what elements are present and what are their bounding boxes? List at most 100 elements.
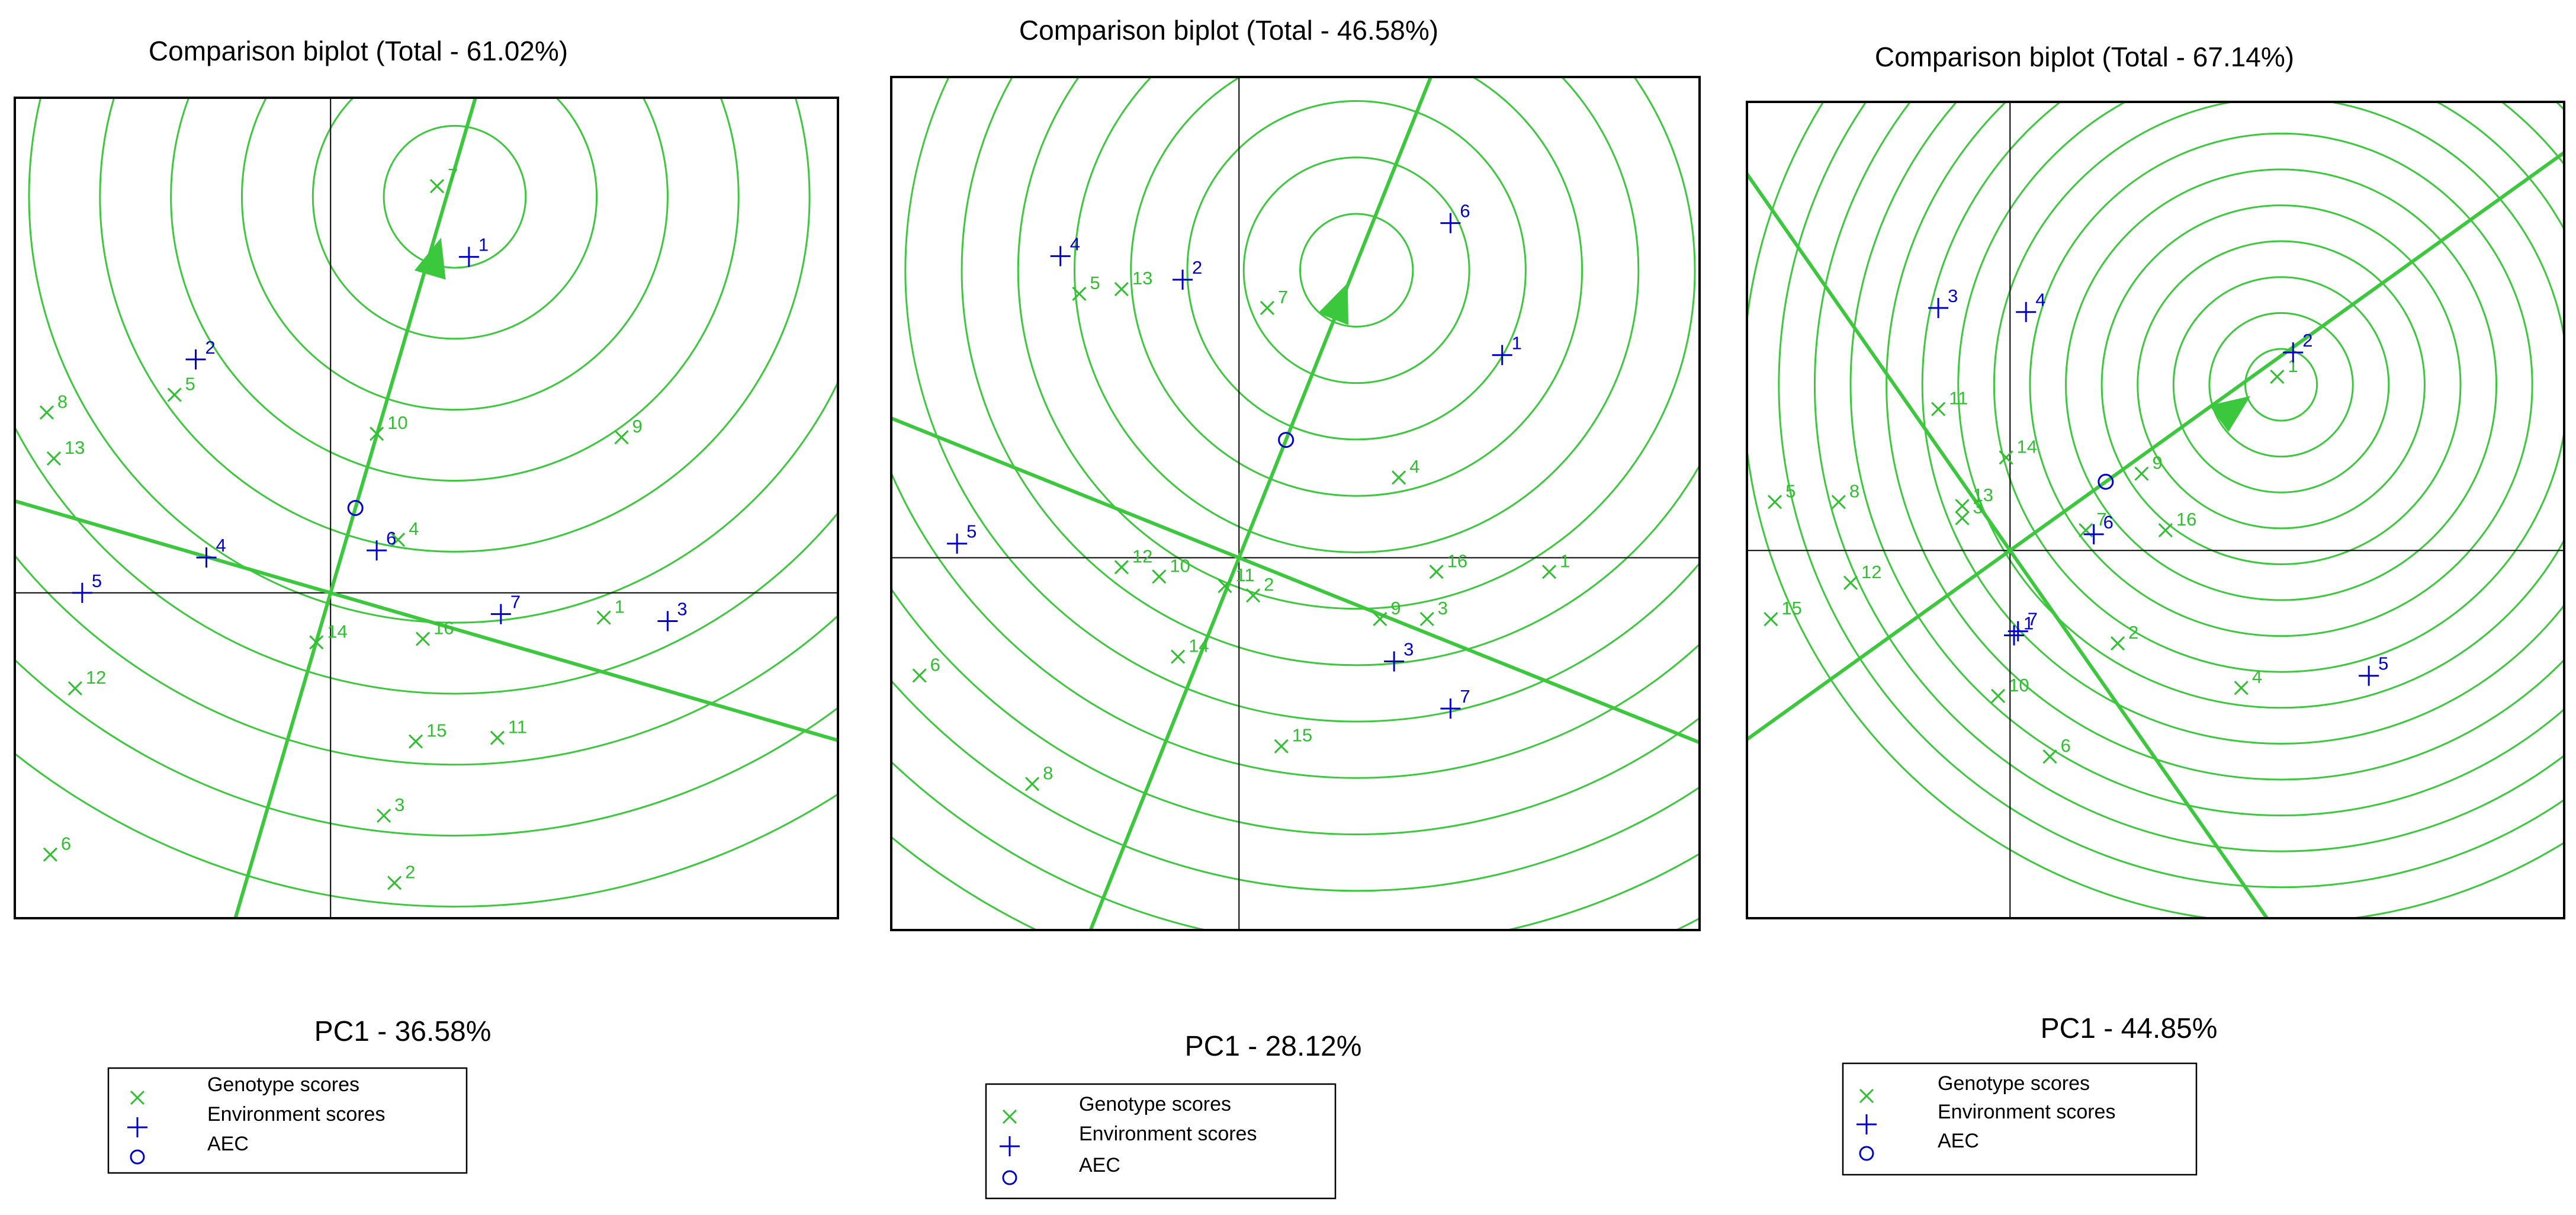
chart-2-environment-marker-4 [1050, 246, 1071, 267]
chart-1-legend-aec-label: AEC [207, 1133, 249, 1155]
chart-3-legend-genotype-marker [1859, 1088, 1874, 1104]
chart-3-genotype-marker-8 [1831, 495, 1846, 509]
chart-1-environment-label-4: 4 [216, 535, 226, 556]
chart-3-genotype-marker-16 [2158, 523, 2173, 538]
chart-3-concentric-circle-10 [1921, 102, 2564, 745]
chart-1-concentric-circle-4 [170, 98, 740, 482]
chart-3-genotype-label-5: 5 [1785, 480, 1796, 501]
chart-1-genotype-marker-15 [408, 734, 423, 749]
chart-1-legend-genotype-label: Genotype scores [207, 1073, 359, 1096]
chart-1-concentric-circle-2 [311, 98, 598, 340]
chart-1-genotype-label-1: 1 [615, 597, 625, 617]
chart-3-legend-genotype-label: Genotype scores [1938, 1072, 2090, 1095]
chart-2-genotype-label-15: 15 [1292, 725, 1312, 746]
chart-3-genotype-label-6: 6 [2061, 735, 2071, 756]
chart-1-genotype-label-5: 5 [185, 373, 195, 394]
chart-2-environment-label-5: 5 [966, 521, 977, 542]
chart-3-environment-marker-5 [2359, 665, 2379, 686]
chart-3-plot-frame [1746, 101, 2565, 919]
chart-3-concentric-circle-8 [1993, 102, 2564, 673]
chart-2-genotype-label-3: 3 [1438, 598, 1448, 618]
chart-3-legend-environment-marker [1856, 1114, 1877, 1134]
chart-1-aec-ordinate [15, 499, 838, 742]
chart-3-environment-marker-6 [2083, 524, 2104, 544]
chart-2-environment-label-1: 1 [1512, 332, 1522, 353]
chart-2-genotype-marker-6 [912, 668, 927, 683]
chart-1-aec-arrowhead [414, 238, 446, 280]
chart-1-genotype-label-14: 14 [327, 621, 347, 642]
chart-1-legend-environment-marker [127, 1117, 147, 1137]
chart-1-genotype-label-15: 15 [426, 720, 447, 741]
chart-3-concentric-circle-11 [1886, 102, 2564, 781]
chart-1-aec-point [347, 500, 364, 516]
chart-3-genotype-label-7: 7 [2096, 509, 2106, 530]
chart-1-concentric-circle-5 [99, 98, 811, 553]
chart-2-concentric-circle-6 [1017, 77, 1696, 610]
chart-2-concentric-circle-2 [1242, 156, 1470, 384]
chart-2-title: Comparison biplot (Total - 46.58%) [1019, 15, 1438, 46]
chart-1-plot-frame [14, 97, 839, 919]
chart-3-genotype-marker-6 [2042, 749, 2057, 764]
chart-1-genotype-marker-3 [377, 808, 391, 823]
chart-2-legend-genotype-label: Genotype scores [1079, 1093, 1231, 1115]
chart-3-genotype-marker-3 [1955, 511, 1970, 525]
chart-3-genotype-label-12: 12 [1861, 562, 1881, 582]
chart-2-environment-label-2: 2 [1192, 257, 1202, 278]
chart-2-genotype-marker-8 [1025, 777, 1040, 791]
chart-3-environment-label-7: 7 [2028, 609, 2038, 630]
chart-2-concentric-circle-11 [891, 679, 1700, 892]
chart-3-environment-marker-7 [2008, 621, 2028, 642]
chart-2-genotype-label-5: 5 [1090, 273, 1100, 293]
chart-1-environment-marker-1 [458, 246, 479, 267]
chart-1-genotype-marker-4 [391, 533, 406, 547]
chart-3-genotype-marker-11 [1931, 402, 1946, 416]
chart-1-genotype-marker-10 [370, 427, 384, 441]
chart-2-genotype-label-4: 4 [1409, 456, 1419, 477]
chart-1-environment-label-2: 2 [205, 337, 216, 358]
chart-3-genotype-label-8: 8 [1849, 480, 1859, 501]
chart-1-genotype-label-12: 12 [86, 667, 106, 688]
chart-3-genotype-marker-2 [2110, 636, 2125, 651]
chart-1-genotype-label-9: 9 [632, 416, 643, 437]
chart-2-genotype-label-6: 6 [930, 654, 940, 675]
chart-2-aec-abscissa [1088, 77, 1432, 930]
chart-3-environment-marker-2 [2283, 342, 2304, 363]
chart-1-environment-marker-7 [490, 604, 511, 624]
chart-3-concentric-circle-2 [2208, 312, 2354, 458]
chart-1-concentric-circle-7 [15, 425, 838, 695]
chart-2-genotype-label-12: 12 [1132, 546, 1152, 566]
chart-1-genotype-marker-12 [68, 681, 82, 696]
chart-3-xlabel: PC1 - 44.85% [2041, 1013, 2218, 1044]
chart-1-legend-aec-marker [130, 1149, 145, 1165]
chart-2-concentric-circle-3 [1186, 100, 1527, 441]
chart-2-environment-label-6: 6 [1460, 201, 1470, 222]
chart-3-genotype-marker-1 [2270, 369, 2285, 384]
chart-1-genotype-label-3: 3 [394, 794, 404, 815]
chart-3-environment-label-6: 6 [2103, 512, 2114, 533]
chart-1-genotype-label-4: 4 [409, 518, 419, 539]
chart-1-concentric-circle-3 [241, 98, 669, 411]
chart-2-genotype-marker-9 [1373, 611, 1387, 626]
chart-2-genotype-label-7: 7 [1278, 287, 1288, 307]
chart-3-genotype-marker-10 [1991, 688, 2006, 703]
chart-2-environment-marker-3 [1384, 651, 1405, 672]
chart-1-concentric-circle-8 [15, 554, 838, 765]
chart-2-genotype-marker-10 [1152, 569, 1167, 584]
chart-1-genotype-marker-1 [596, 610, 611, 625]
chart-1-environment-marker-4 [196, 547, 217, 568]
chart-2-concentric-circle-8 [904, 77, 1700, 723]
chart-3-genotype-label-1: 1 [2288, 355, 2298, 376]
chart-1-environment-marker-6 [367, 540, 387, 561]
chart-1-legend: Genotype scores Environment scores AEC [107, 1067, 468, 1174]
chart-2-genotype-label-1: 1 [1560, 550, 1570, 571]
chart-2-genotype-label-8: 8 [1043, 762, 1053, 783]
chart-3-concentric-circle-1 [2244, 348, 2318, 422]
chart-2-genotype-marker-7 [1260, 300, 1274, 315]
biplot-panel-2: Comparison biplot (Total - 46.58%) 12345… [890, 15, 1701, 1200]
chart-2-genotype-marker-14 [1171, 649, 1186, 664]
chart-2-environment-label-7: 7 [1460, 686, 1470, 707]
chart-1-concentric-circle-1 [383, 124, 527, 269]
chart-1-genotype-marker-5 [167, 387, 182, 402]
